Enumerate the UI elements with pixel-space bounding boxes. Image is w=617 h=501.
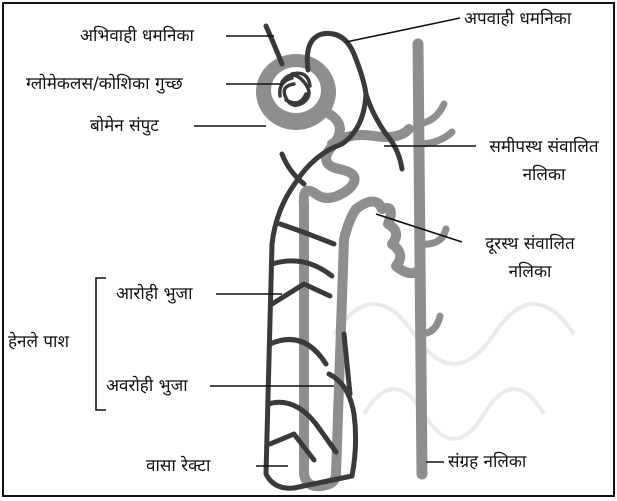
leader-efferent: [346, 18, 460, 42]
label-proximal-tubule-line2: नलिका: [480, 165, 608, 185]
label-proximal-tubule-line1: समीपस्थ संवालित: [480, 137, 608, 157]
label-loop-of-henle: हेनले पाश: [8, 332, 69, 352]
label-bowman-capsule: बोमेन संपुट: [90, 116, 159, 136]
label-distal-tubule-line1: दूरस्थ संवालित: [466, 234, 594, 254]
label-distal-tubule: दूरस्थ संवालित नलिका: [466, 234, 594, 282]
label-glomerulus: ग्लोमेकलस/कोशिका गुच्छ: [26, 74, 183, 94]
label-afferent-arteriole: अभिवाही धमनिका: [80, 26, 194, 46]
label-descending-limb: अवरोही भुजा: [106, 376, 188, 396]
label-distal-tubule-line2: नलिका: [466, 262, 594, 282]
henle-bracket: [96, 278, 106, 410]
collecting-duct: [418, 44, 452, 474]
label-efferent-arteriole: अपवाही धमनिका: [464, 9, 571, 29]
label-ascending-limb: आरोही भुजा: [116, 284, 193, 304]
label-collecting-duct: संग्रह नलिका: [448, 452, 526, 472]
label-vasa-recta: वासा रेक्टा: [146, 456, 210, 476]
watermark: [334, 304, 574, 439]
bowman-capsule: [256, 54, 336, 130]
label-proximal-tubule: समीपस्थ संवालित नलिका: [480, 137, 608, 185]
